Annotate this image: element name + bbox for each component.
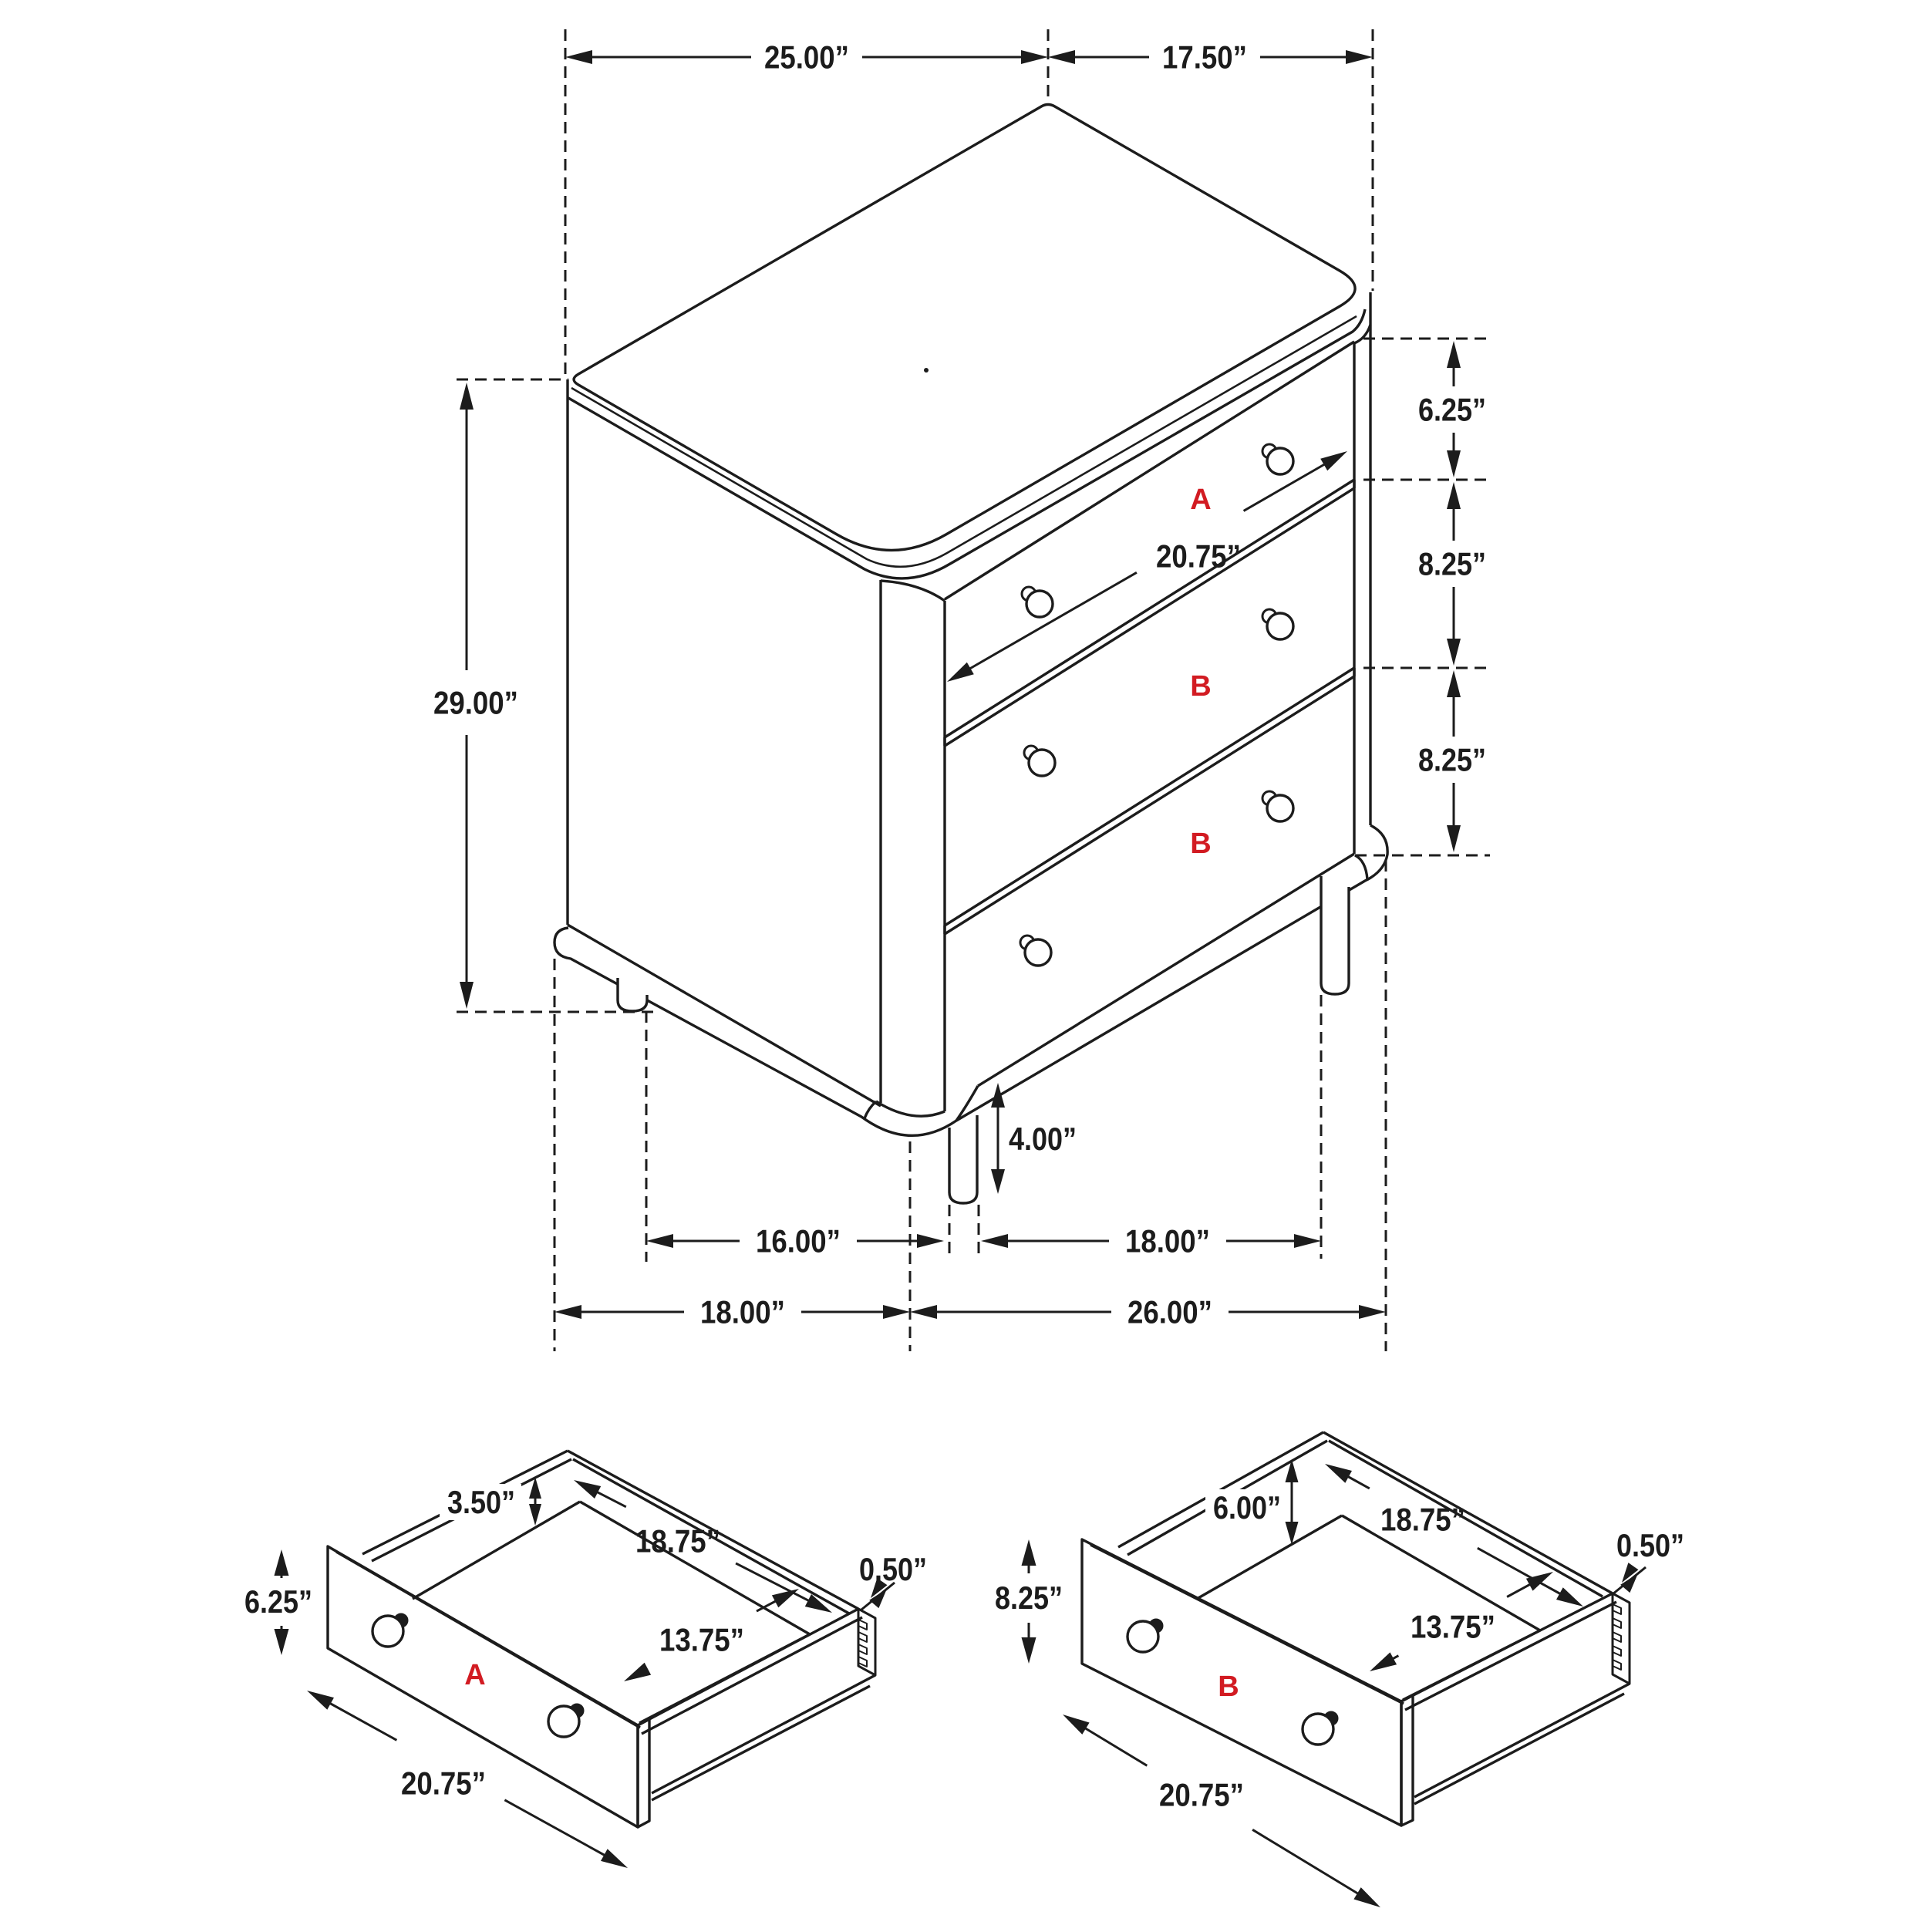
svg-text:20.75”: 20.75” [1159,1777,1244,1813]
svg-text:18.75”: 18.75” [1380,1502,1465,1538]
svg-text:26.00”: 26.00” [1127,1294,1212,1330]
svg-text:B: B [1190,670,1211,703]
svg-text:20.75”: 20.75” [1156,538,1241,575]
svg-text:29.00”: 29.00” [433,685,518,721]
svg-text:18.00”: 18.00” [1125,1223,1210,1259]
svg-text:8.25”: 8.25” [1418,546,1486,582]
svg-text:13.75”: 13.75” [659,1622,744,1658]
svg-text:6.25”: 6.25” [244,1583,312,1620]
svg-text:A: A [464,1659,485,1691]
svg-text:0.50”: 0.50” [859,1551,927,1587]
svg-text:B: B [1190,828,1211,860]
svg-text:4.00”: 4.00” [1009,1121,1077,1157]
svg-text:6.00”: 6.00” [1213,1489,1281,1526]
svg-text:18.00”: 18.00” [700,1294,785,1330]
svg-text:0.50”: 0.50” [1616,1527,1684,1563]
svg-text:25.00”: 25.00” [764,39,849,76]
svg-text:17.50”: 17.50” [1162,39,1247,76]
svg-text:3.50”: 3.50” [447,1484,515,1520]
svg-text:8.25”: 8.25” [1418,742,1486,778]
svg-text:6.25”: 6.25” [1418,392,1486,428]
svg-text:A: A [1190,484,1211,516]
svg-text:18.75”: 18.75” [635,1523,720,1559]
svg-text:16.00”: 16.00” [756,1223,841,1259]
svg-text:8.25”: 8.25” [995,1580,1063,1616]
svg-text:13.75”: 13.75” [1411,1609,1495,1645]
svg-text:20.75”: 20.75” [401,1765,486,1802]
svg-text:B: B [1218,1671,1239,1703]
